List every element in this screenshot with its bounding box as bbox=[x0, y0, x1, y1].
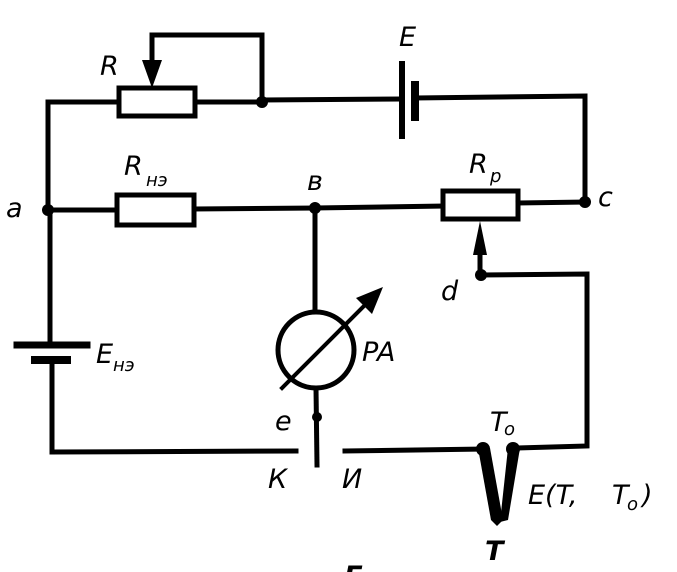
thermocouple-junction[interactable] bbox=[478, 448, 503, 526]
label-emf-prefix: E(T, bbox=[528, 480, 577, 511]
node-c-dot bbox=[579, 196, 591, 208]
label-emf-close: ) bbox=[640, 480, 653, 511]
wire-battery-to-c bbox=[412, 93, 588, 205]
rheostat-r[interactable] bbox=[116, 85, 198, 119]
galvanometer-pa[interactable] bbox=[275, 309, 357, 391]
wire-d-to-right bbox=[478, 271, 590, 451]
label-ene-main: E bbox=[96, 339, 113, 370]
rheostat-bypass-wire bbox=[149, 32, 265, 105]
label-node-d: d bbox=[441, 276, 459, 307]
cold-junction-dot-right bbox=[506, 442, 520, 456]
label-rp-main: R bbox=[469, 149, 488, 180]
wire-rne-to-b bbox=[191, 205, 318, 212]
label-node-b: в bbox=[307, 166, 323, 197]
label-ene-sub: нэ bbox=[113, 355, 135, 376]
slide-wire-rp[interactable] bbox=[440, 188, 521, 222]
rheostat-arrow-icon bbox=[142, 60, 162, 88]
wire-cell-to-k bbox=[49, 357, 299, 455]
standard-resistor-rne[interactable] bbox=[114, 192, 197, 228]
label-rheostat-r: R bbox=[100, 51, 119, 82]
wire-top-left bbox=[45, 99, 121, 213]
label-emf-t0-sub: o bbox=[627, 494, 638, 515]
cold-junction-dot-left bbox=[476, 442, 490, 456]
label-rne-sub: нэ bbox=[146, 170, 168, 191]
label-cold-junction-sub: o bbox=[504, 419, 515, 440]
node-e-dot bbox=[312, 412, 322, 422]
galvo-arrow-head-icon bbox=[356, 287, 383, 314]
label-hot-junction-t: T bbox=[485, 536, 506, 567]
label-terminal-k: К bbox=[268, 464, 289, 495]
label-node-e: e bbox=[275, 406, 292, 437]
label-rp-sub: р bbox=[489, 166, 501, 187]
label-cold-junction-t: T bbox=[490, 407, 509, 438]
wire-node-to-battery bbox=[259, 96, 403, 103]
label-galvanometer-pa: PA bbox=[362, 337, 395, 368]
wire-i-to-junction bbox=[342, 446, 486, 454]
label-node-a: a bbox=[6, 193, 23, 224]
galvo-arrow-shaft bbox=[279, 295, 375, 391]
label-battery-e: E bbox=[399, 22, 416, 53]
wire-rp-to-c bbox=[515, 199, 588, 206]
label-terminal-i: И bbox=[342, 464, 362, 495]
label-rne-main: R bbox=[124, 151, 143, 182]
figure-caption-fragment: Г bbox=[344, 561, 363, 572]
label-emf-t0: T bbox=[612, 480, 631, 511]
wire-galvo-to-e bbox=[313, 385, 320, 468]
wire-b-to-rp bbox=[312, 203, 446, 211]
label-node-c: c bbox=[598, 182, 613, 213]
thermocouple-junction-right bbox=[500, 448, 520, 522]
